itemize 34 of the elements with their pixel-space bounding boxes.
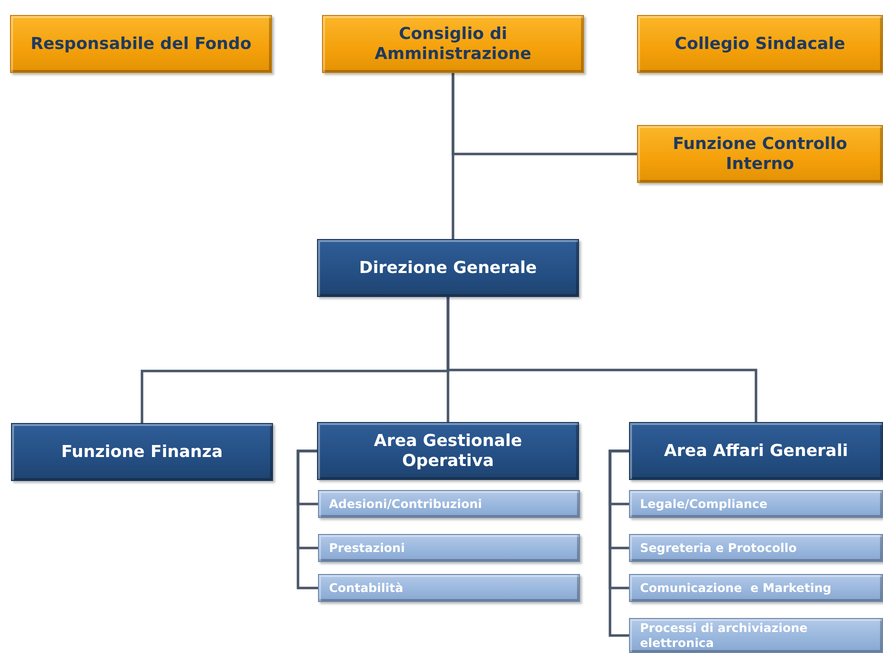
- connector-line: [608, 450, 629, 637]
- box-label: Comunicazione e Marketing: [640, 580, 832, 596]
- board-box: [637, 125, 883, 183]
- board-box: [10, 15, 272, 73]
- office-box: [629, 574, 883, 602]
- box-label: Processi di archiviazione elettronica: [640, 621, 809, 650]
- unit-box: [317, 422, 579, 480]
- office-box: [318, 490, 580, 518]
- box-label: Area Affari Generali: [662, 441, 850, 461]
- box-label: Consiglio di Amministrazione: [374, 24, 532, 64]
- box-label: Direzione Generale: [358, 258, 538, 278]
- box-label: Segreteria e Protocollo: [640, 540, 798, 556]
- unit-box: [317, 239, 579, 297]
- connector-line: [296, 450, 318, 590]
- office-box: [629, 490, 883, 518]
- box-label: Responsabile del Fondo: [30, 34, 252, 54]
- connector-line: [452, 73, 637, 156]
- box-label: Area Gestionale Operativa: [372, 431, 524, 471]
- box-label: Adesioni/Contribuzioni: [329, 496, 484, 512]
- unit-box: [11, 423, 273, 481]
- office-box: [629, 534, 883, 562]
- office-box: [629, 618, 883, 653]
- unit-box: [629, 422, 883, 480]
- connector-line: [446, 297, 758, 422]
- office-box: [318, 574, 580, 602]
- office-box: [318, 534, 580, 562]
- box-label: Contabilità: [329, 580, 404, 596]
- box-label: Legale/Compliance: [640, 496, 768, 512]
- box-label: Funzione Finanza: [60, 442, 224, 462]
- board-box: [637, 15, 883, 73]
- board-box: [322, 15, 584, 73]
- box-label: Collegio Sindacale: [674, 34, 846, 54]
- box-label: Prestazioni: [329, 540, 406, 556]
- box-label: Funzione Controllo Interno: [672, 134, 848, 174]
